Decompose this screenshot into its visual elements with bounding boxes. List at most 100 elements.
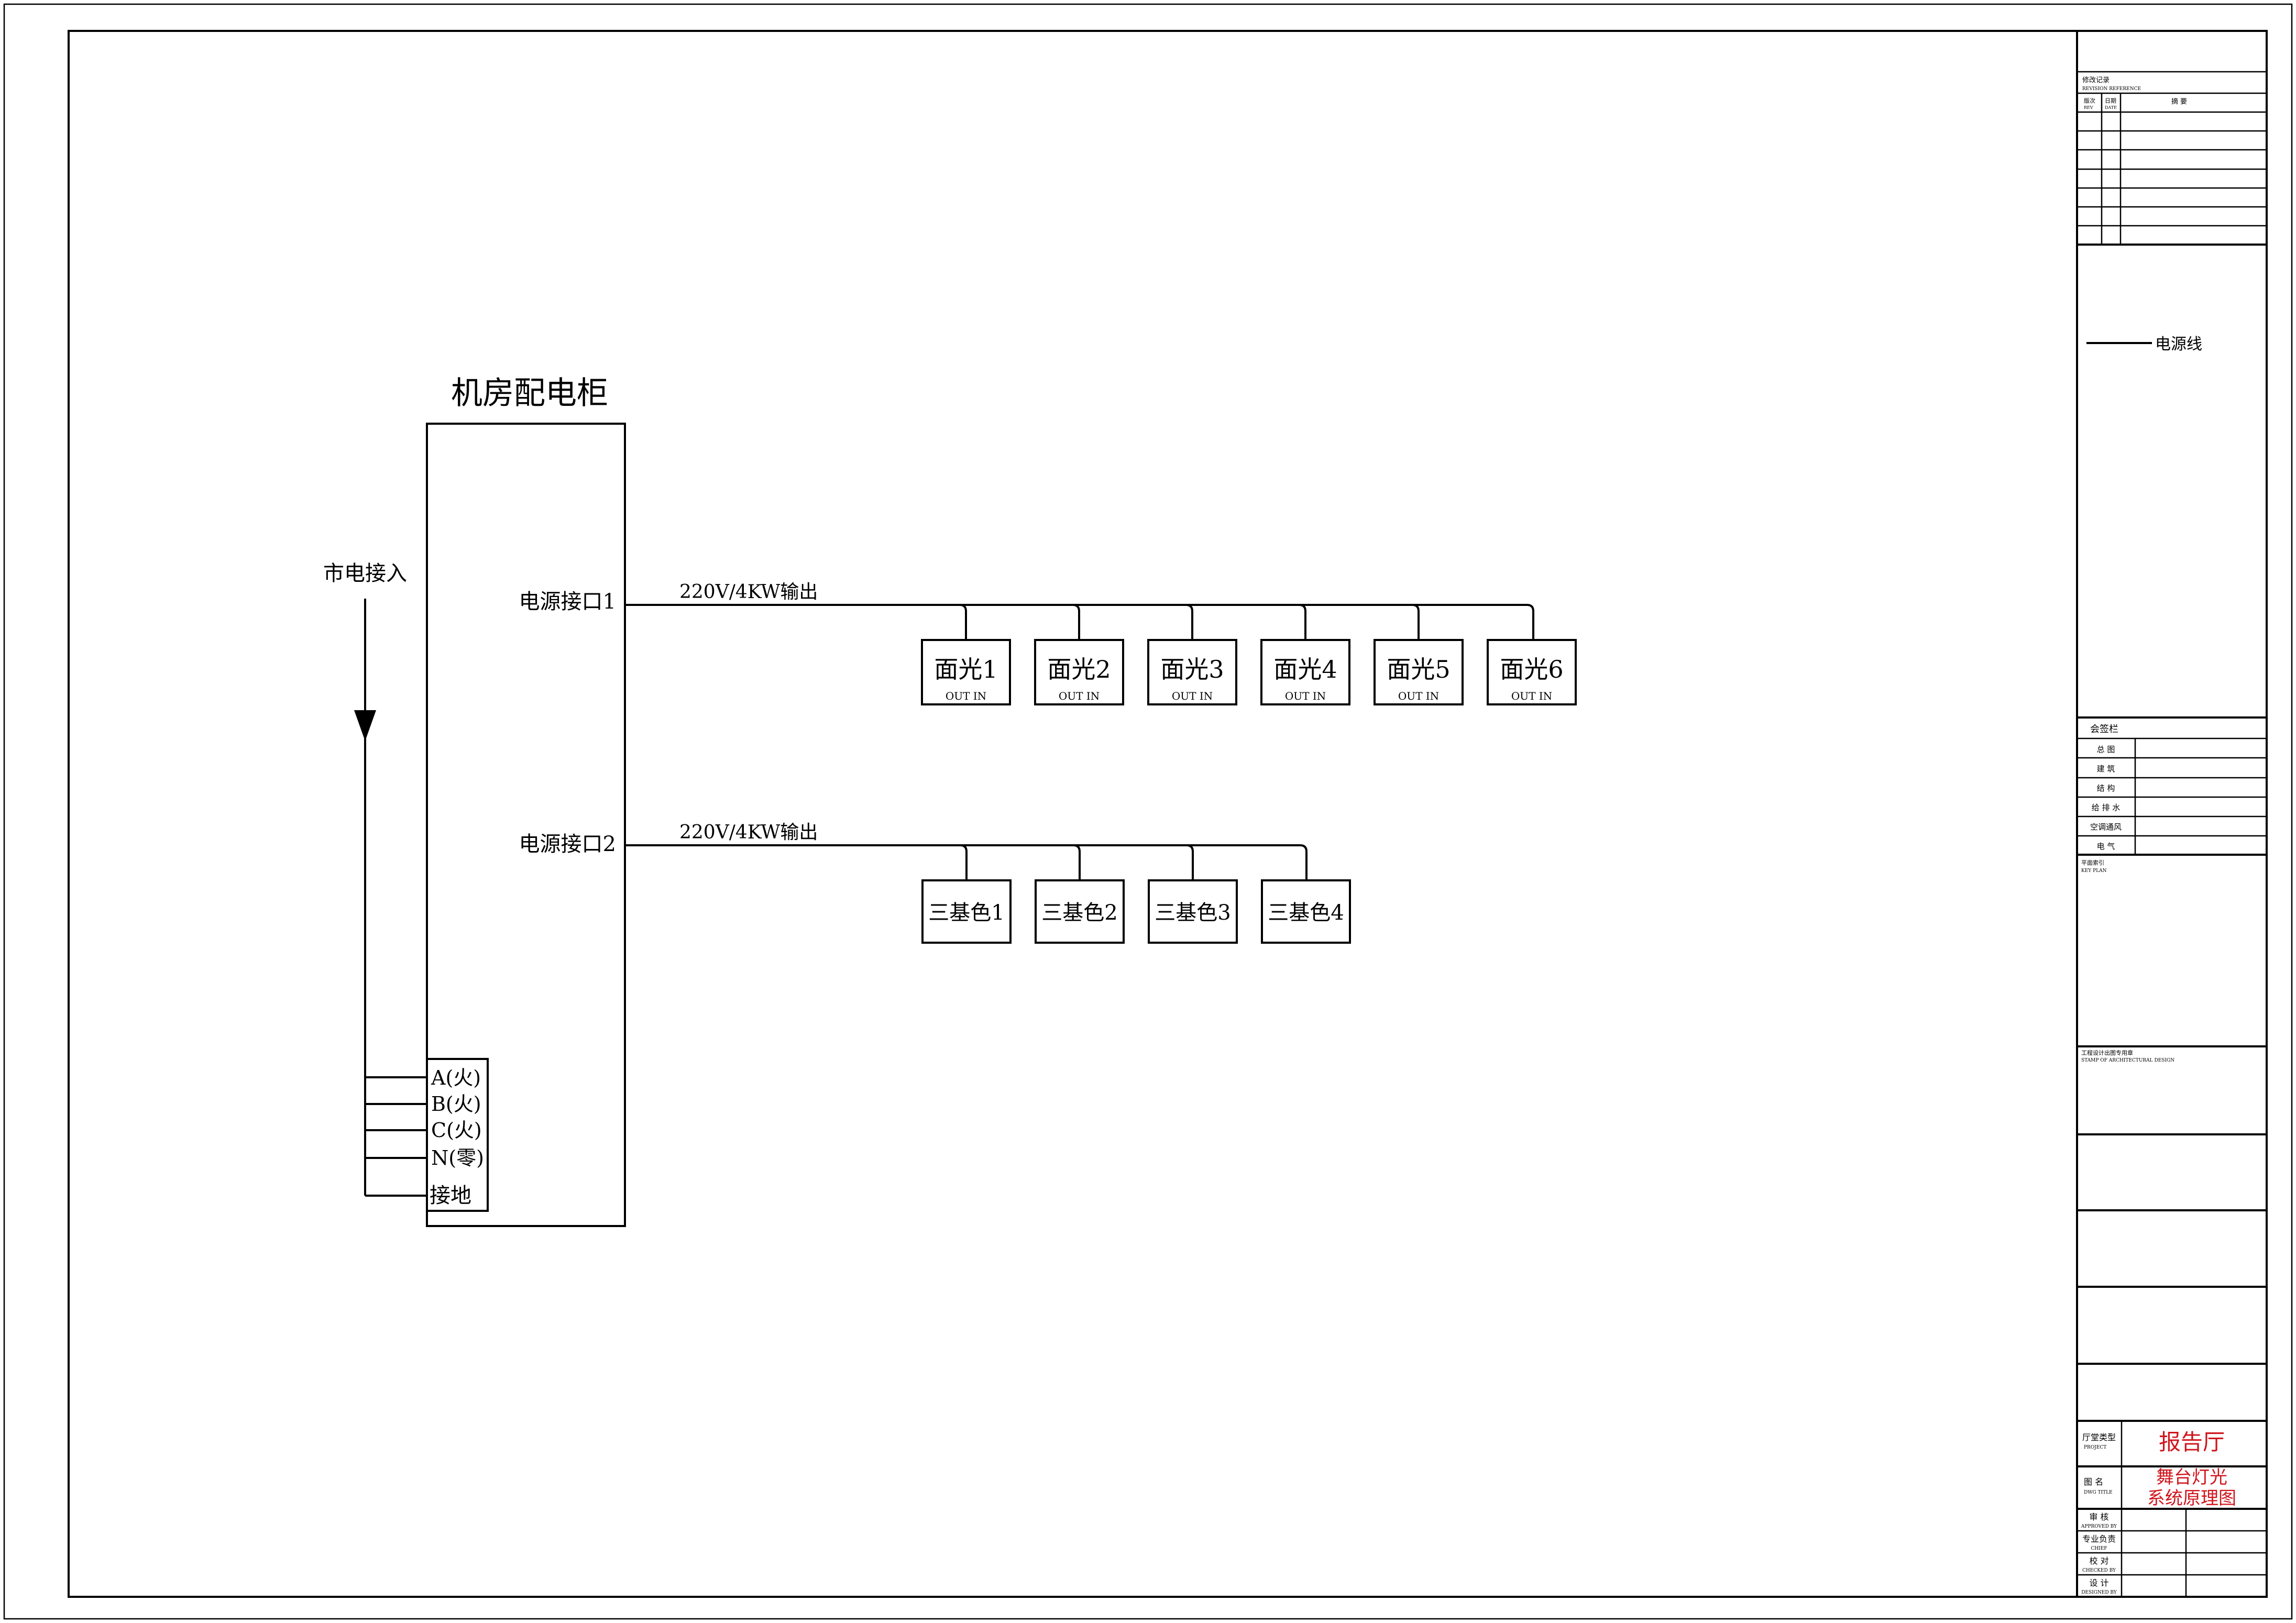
- cabinet-title: 机房配电柜: [451, 375, 608, 412]
- phase-a-label: A(火): [431, 1066, 481, 1089]
- sheet-inner-border: [68, 30, 2268, 1598]
- device-box: [1034, 639, 1124, 705]
- device-label: 面光4: [1273, 655, 1337, 683]
- approval-label-en: APPROVED BY: [2081, 1524, 2117, 1529]
- approval-label: 校 对: [2089, 1556, 2108, 1566]
- approval-label: 专业负责: [2082, 1534, 2116, 1544]
- device-box: [1260, 639, 1350, 705]
- signoff-row-label: 给 排 水: [2092, 803, 2121, 812]
- mains-arrow-icon: [354, 710, 376, 741]
- device-label: 面光5: [1387, 655, 1450, 683]
- title-block: 修改记录 REVISION REFERENCE 版次 REV 日期 DATE 摘…: [2077, 71, 2267, 1597]
- drop-line: [1412, 604, 1420, 640]
- device-box: [1147, 639, 1237, 705]
- device-label: 三基色2: [1041, 901, 1117, 925]
- device-box: [1261, 879, 1351, 944]
- ground-label: 接地: [430, 1184, 471, 1208]
- device-box: [921, 639, 1011, 705]
- phase-c-label: C(火): [431, 1119, 482, 1142]
- drawing-label-en: DWG TITLE: [2084, 1490, 2113, 1495]
- tricolor-light-2: 三基色2: [1035, 844, 1125, 944]
- device-label: 面光2: [1047, 655, 1111, 683]
- approval-label-en: CHIEF: [2091, 1546, 2107, 1551]
- drawing-value-line1: 舞台灯光: [2156, 1467, 2227, 1488]
- signoff-header: 会签栏: [2090, 724, 2118, 735]
- device-box: [1148, 879, 1238, 944]
- keyplan-label-en: KEY PLAN: [2081, 868, 2107, 874]
- device-box: [921, 879, 1012, 944]
- output2-label: 220V/4KW输出: [679, 822, 818, 843]
- tricolor-light-3: 三基色3: [1148, 844, 1238, 944]
- phase-terminal-box: [426, 1058, 489, 1212]
- device-io-label: OUT IN: [1059, 690, 1100, 702]
- phase-n-label: N(零): [431, 1146, 484, 1169]
- output2-devices: 三基色1 三基色2 三基色3 三基色4: [921, 844, 1351, 944]
- port1-label: 电源接口1: [519, 590, 616, 614]
- drop-line: [1073, 844, 1081, 880]
- stamp-label-en: STAMP OF ARCHITECTURAL DESIGN: [2081, 1058, 2174, 1063]
- signoff-row-label: 电 气: [2097, 842, 2115, 851]
- drawing-label: 图 名: [2084, 1477, 2103, 1487]
- drawing-value-line2: 系统原理图: [2147, 1488, 2236, 1509]
- signoff-row-label: 建 筑: [2097, 764, 2115, 774]
- output1-bus: [625, 604, 1534, 639]
- power-line-legend-label: 电源线: [2155, 335, 2202, 354]
- phase-b-label: B(火): [431, 1092, 481, 1116]
- device-box: [1487, 639, 1577, 705]
- revision-header-en: REVISION REFERENCE: [2082, 86, 2141, 92]
- device-io-label: OUT IN: [1398, 690, 1439, 702]
- drop-line: [1186, 844, 1194, 880]
- cabinet-box: [426, 423, 626, 1227]
- device-label: 三基色3: [1155, 901, 1231, 925]
- device-label: 面光1: [934, 655, 997, 683]
- rev-col-en: REV: [2084, 105, 2093, 110]
- drop-line: [1185, 604, 1193, 640]
- device-io-label: OUT IN: [946, 690, 986, 702]
- drop-line: [960, 844, 968, 880]
- revision-header: 修改记录: [2082, 76, 2110, 84]
- approval-label: 设 计: [2089, 1578, 2108, 1588]
- output1-label: 220V/4KW输出: [679, 581, 818, 603]
- device-label: 三基色4: [1268, 901, 1344, 925]
- approval-label: 审 核: [2089, 1512, 2108, 1522]
- drop-line: [1299, 604, 1306, 640]
- tricolor-light-4: 三基色4: [1261, 879, 1351, 944]
- keyplan-label: 平面索引: [2081, 859, 2104, 866]
- drop-line: [959, 604, 967, 640]
- signoff-row-label: 空调通风: [2090, 822, 2122, 832]
- phase-leads: [365, 1076, 427, 1197]
- device-label: 面光3: [1160, 655, 1224, 683]
- approval-labels: 审 核 APPROVED BY 专业负责 CHIEF 校 对 CHECKED BY 设 计 D…: [2081, 1512, 2117, 1595]
- approval-label-en: DESIGNED BY: [2081, 1590, 2117, 1595]
- drop-line: [1072, 604, 1080, 640]
- signoff-row-label: 结 构: [2097, 783, 2115, 793]
- device-io-label: OUT IN: [1511, 690, 1552, 702]
- stamp-label: 工程设计出图专用章: [2081, 1049, 2133, 1056]
- device-box: [1035, 879, 1125, 944]
- sheet-outer-border: [3, 3, 2293, 1620]
- device-label: 三基色1: [928, 901, 1004, 925]
- output2-bus: [625, 844, 1308, 880]
- mains-label: 市电接入: [323, 561, 407, 586]
- rev-col: 版次: [2084, 97, 2095, 104]
- date-col: 日期: [2105, 97, 2116, 104]
- approval-label-en: CHECKED BY: [2082, 1568, 2116, 1573]
- port2-label: 电源接口2: [519, 832, 616, 856]
- project-label-en: PROJECT: [2084, 1445, 2106, 1450]
- remark-col: 摘 要: [2171, 97, 2187, 106]
- project-label: 厅堂类型: [2082, 1432, 2116, 1442]
- device-io-label: OUT IN: [1285, 690, 1326, 702]
- device-io-label: OUT IN: [1172, 690, 1213, 702]
- device-label: 面光6: [1500, 655, 1563, 683]
- device-box: [1374, 639, 1464, 705]
- signoff-row-label: 总 图: [2097, 745, 2115, 754]
- project-value: 报告厅: [2159, 1429, 2225, 1455]
- phase-labels: A(火) B(火) C(火) N(零) 接地: [430, 1066, 484, 1208]
